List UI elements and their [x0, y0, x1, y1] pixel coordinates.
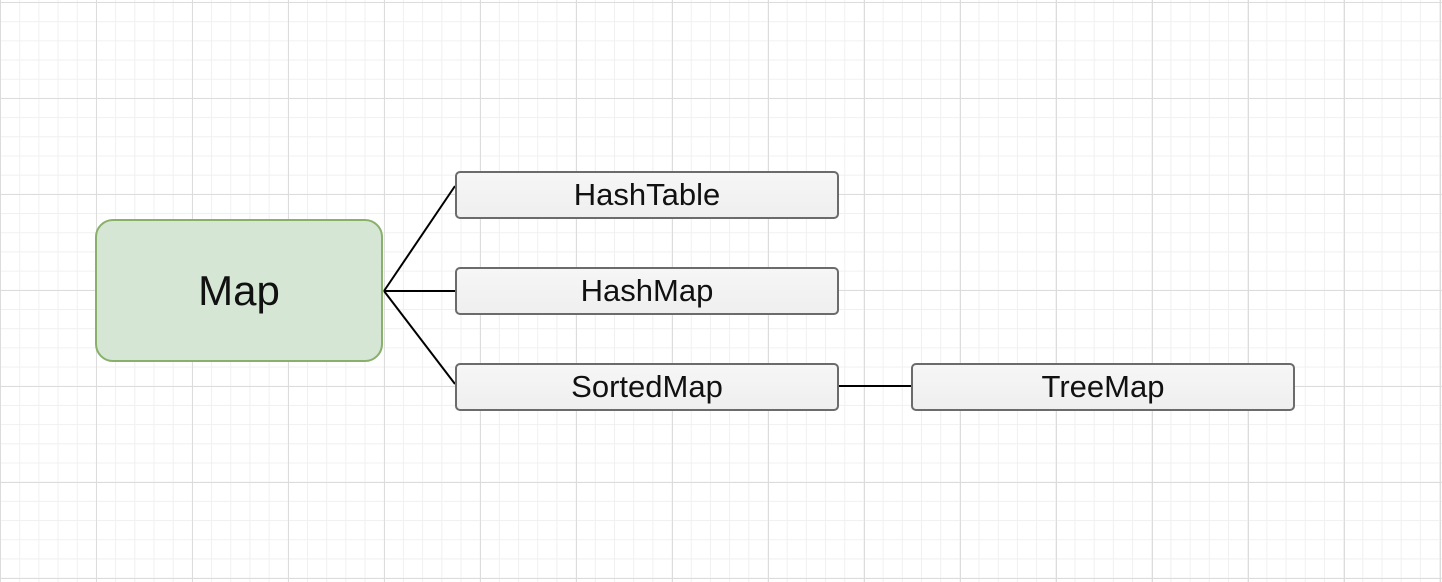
node-treemap[interactable]: TreeMap [911, 363, 1295, 411]
node-hashmap[interactable]: HashMap [455, 267, 839, 315]
node-hashmap-label: HashMap [580, 273, 714, 308]
node-sortedmap-label: SortedMap [571, 369, 723, 404]
edge-map-hashtable [383, 185, 456, 292]
node-map[interactable]: Map [95, 219, 383, 362]
node-map-label: Map [198, 266, 280, 314]
node-hashtable[interactable]: HashTable [455, 171, 839, 219]
node-hashtable-label: HashTable [573, 177, 721, 212]
node-sortedmap[interactable]: SortedMap [455, 363, 839, 411]
edge-map-sortedmap [383, 290, 456, 385]
node-treemap-label: TreeMap [1041, 369, 1165, 404]
